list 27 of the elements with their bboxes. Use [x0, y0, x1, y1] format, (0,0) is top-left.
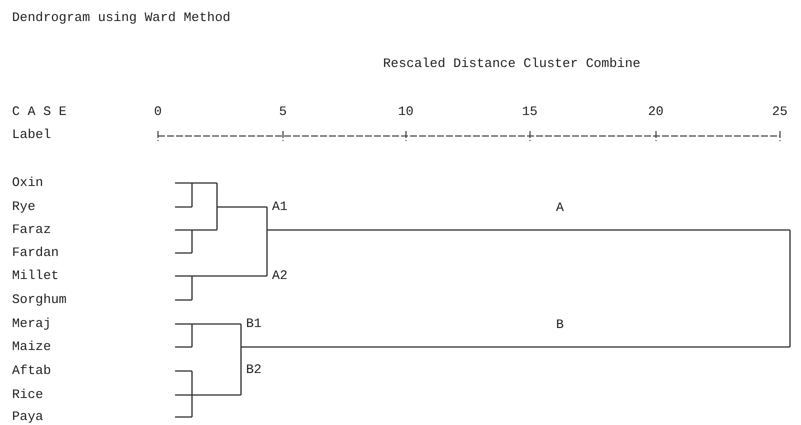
cluster-label: A [556, 200, 564, 216]
case-label: Fardan [12, 245, 59, 261]
cluster-label: B1 [246, 316, 262, 332]
cluster-label: B2 [246, 362, 262, 378]
column-header: Label [12, 127, 52, 143]
case-label: Millet [12, 268, 59, 284]
axis-title: Rescaled Distance Cluster Combine [383, 56, 640, 72]
case-label: Oxin [12, 175, 44, 191]
tick-label: 20 [648, 104, 664, 120]
column-header: C A S E [12, 104, 67, 120]
case-label: Rice [12, 387, 44, 403]
case-label: Meraj [12, 316, 52, 332]
cluster-label: A2 [272, 268, 288, 284]
tick-label: 15 [522, 104, 538, 120]
tick-label: 5 [279, 104, 287, 120]
tick-label: 10 [398, 104, 414, 120]
tick-label: 0 [154, 104, 162, 120]
case-label: Rye [12, 199, 36, 215]
case-label: Faraz [12, 222, 52, 238]
case-label: Sorghum [12, 292, 67, 308]
case-label: Aftab [12, 363, 52, 379]
case-label: Maize [12, 339, 52, 355]
case-label: Paya [12, 409, 44, 425]
chart-title: Dendrogram using Ward Method [12, 10, 230, 26]
cluster-label: B [556, 317, 564, 333]
tick-label: 25 [772, 104, 788, 120]
cluster-label: A1 [272, 199, 288, 215]
